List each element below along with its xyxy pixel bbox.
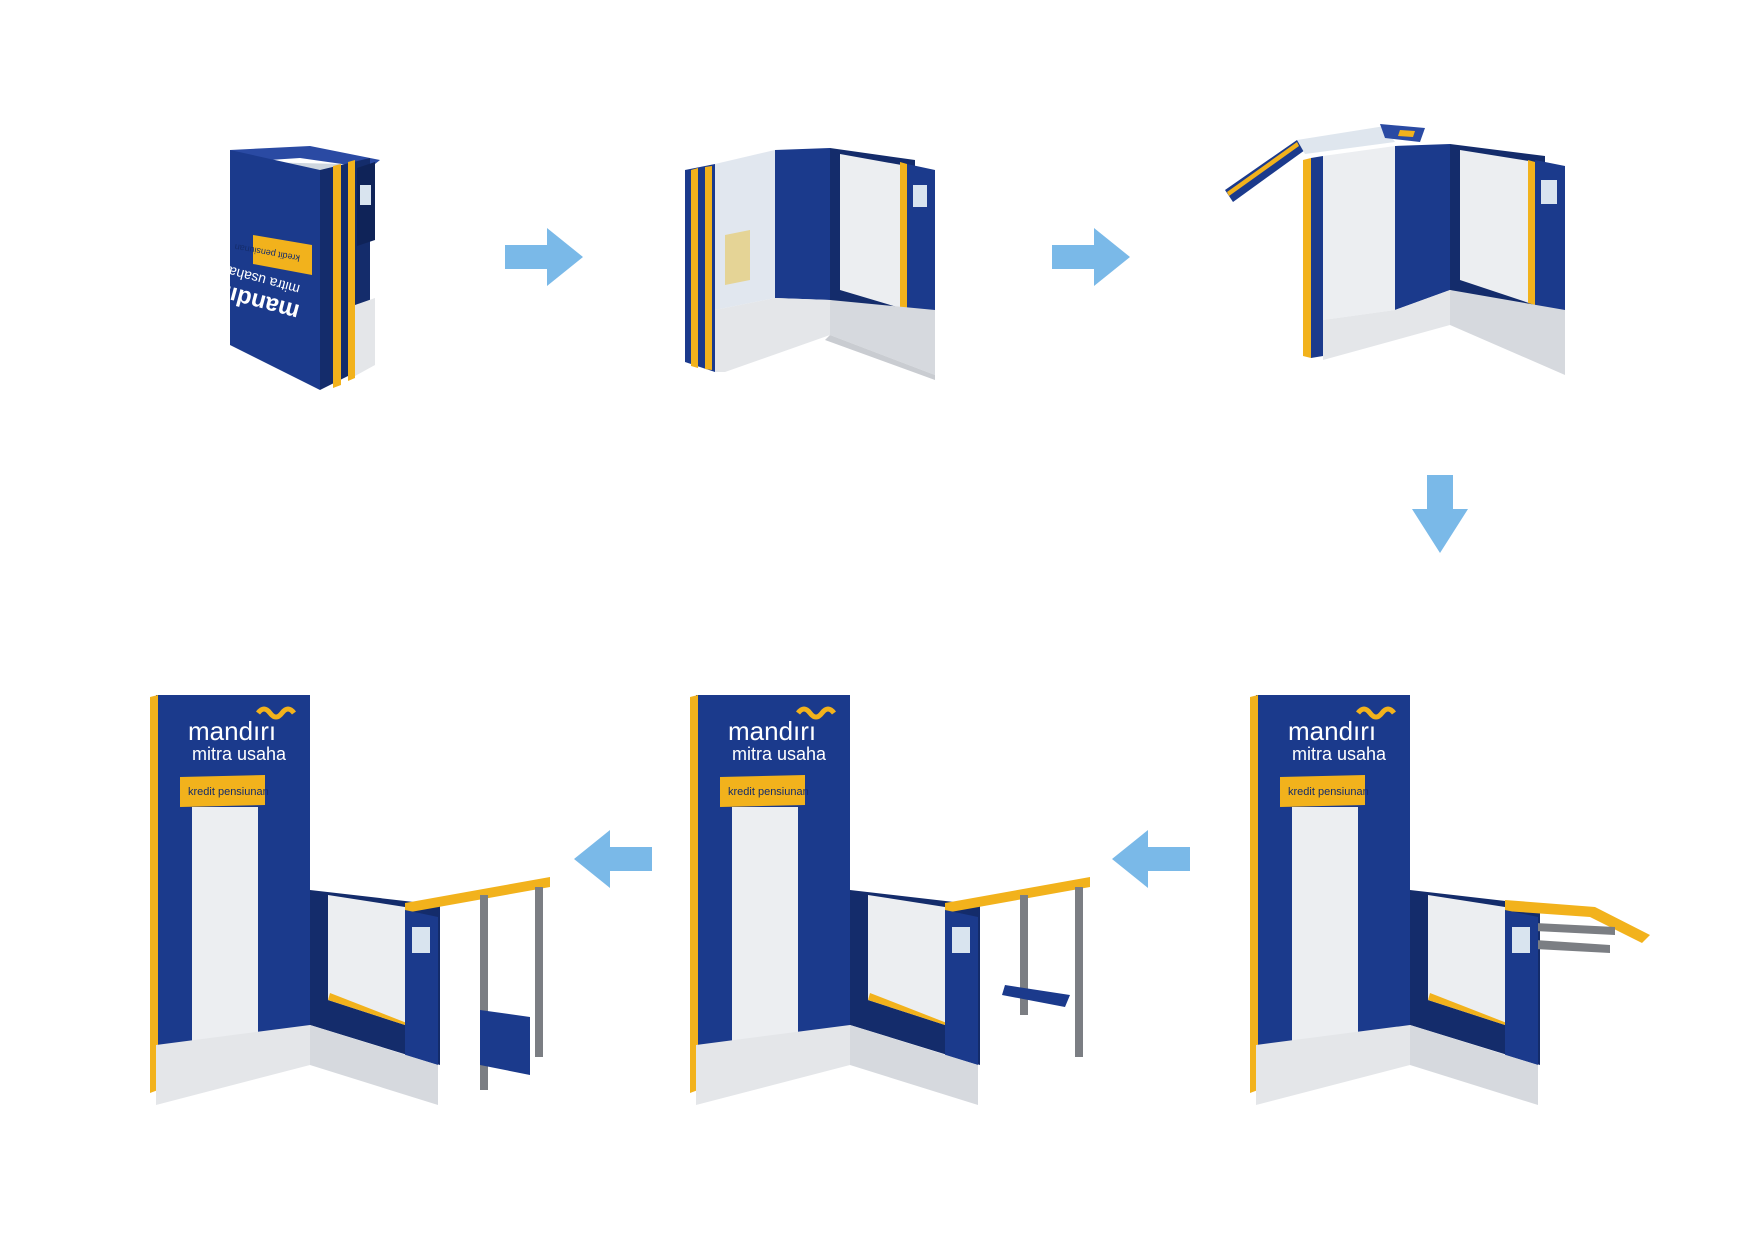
arrow-left-1 — [1110, 830, 1190, 888]
arrow-down — [1410, 475, 1470, 555]
sign-banner-text: kredit pensiunan — [1288, 786, 1369, 798]
step-5-frame-deployed: mandırı mitra usaha kredit pensiunan — [690, 695, 1110, 1115]
step-3-top-unfolding — [1225, 120, 1575, 380]
top-unfolding-illustration — [1225, 124, 1565, 375]
folded-box-illustration: kredit pensiunan mandırı mitra usaha — [211, 146, 380, 390]
arrow-right-icon — [1052, 228, 1130, 286]
mandiri-wave-icon — [796, 706, 836, 720]
sign-tagline-text: mitra usaha — [1292, 744, 1387, 764]
sign-tagline-text: mitra usaha — [732, 744, 827, 764]
arrow-left-icon — [1112, 830, 1190, 888]
sign-logo-text: mandırı — [728, 716, 816, 746]
sign-tagline-text: mitra usaha — [192, 744, 287, 764]
arrow-right-1 — [505, 228, 585, 286]
walls-opened-illustration — [685, 148, 935, 380]
sign-banner-text: kredit pensiunan — [188, 786, 269, 798]
step-1-folded-box: kredit pensiunan mandırı mitra usaha — [211, 140, 410, 400]
arrow-right-2 — [1052, 228, 1132, 286]
sign-logo-text: mandırı — [1288, 716, 1376, 746]
step-2-walls-opened — [685, 140, 955, 380]
mandiri-wave-icon — [256, 706, 296, 720]
arrow-down-icon — [1412, 475, 1468, 553]
booth-full-illustration: mandırı mitra usaha kredit pensiunan — [150, 695, 550, 1105]
booth-canopy-illustration: mandırı mitra usaha kredit pensiunan — [1250, 695, 1650, 1105]
arrow-right-icon — [505, 228, 583, 286]
booth-frame-illustration: mandırı mitra usaha kredit pensiunan — [690, 695, 1090, 1105]
step-6-fully-deployed: mandırı mitra usaha kredit pensiunan — [150, 695, 570, 1115]
sign-logo-text: mandırı — [188, 716, 276, 746]
mandiri-wave-icon — [1356, 706, 1396, 720]
arrow-left-icon — [574, 830, 652, 888]
step-4-canopy-extended: mandırı mitra usaha kredit pensiunan — [1250, 695, 1670, 1115]
sign-banner-text: kredit pensiunan — [728, 786, 809, 798]
arrow-left-2 — [572, 830, 652, 888]
